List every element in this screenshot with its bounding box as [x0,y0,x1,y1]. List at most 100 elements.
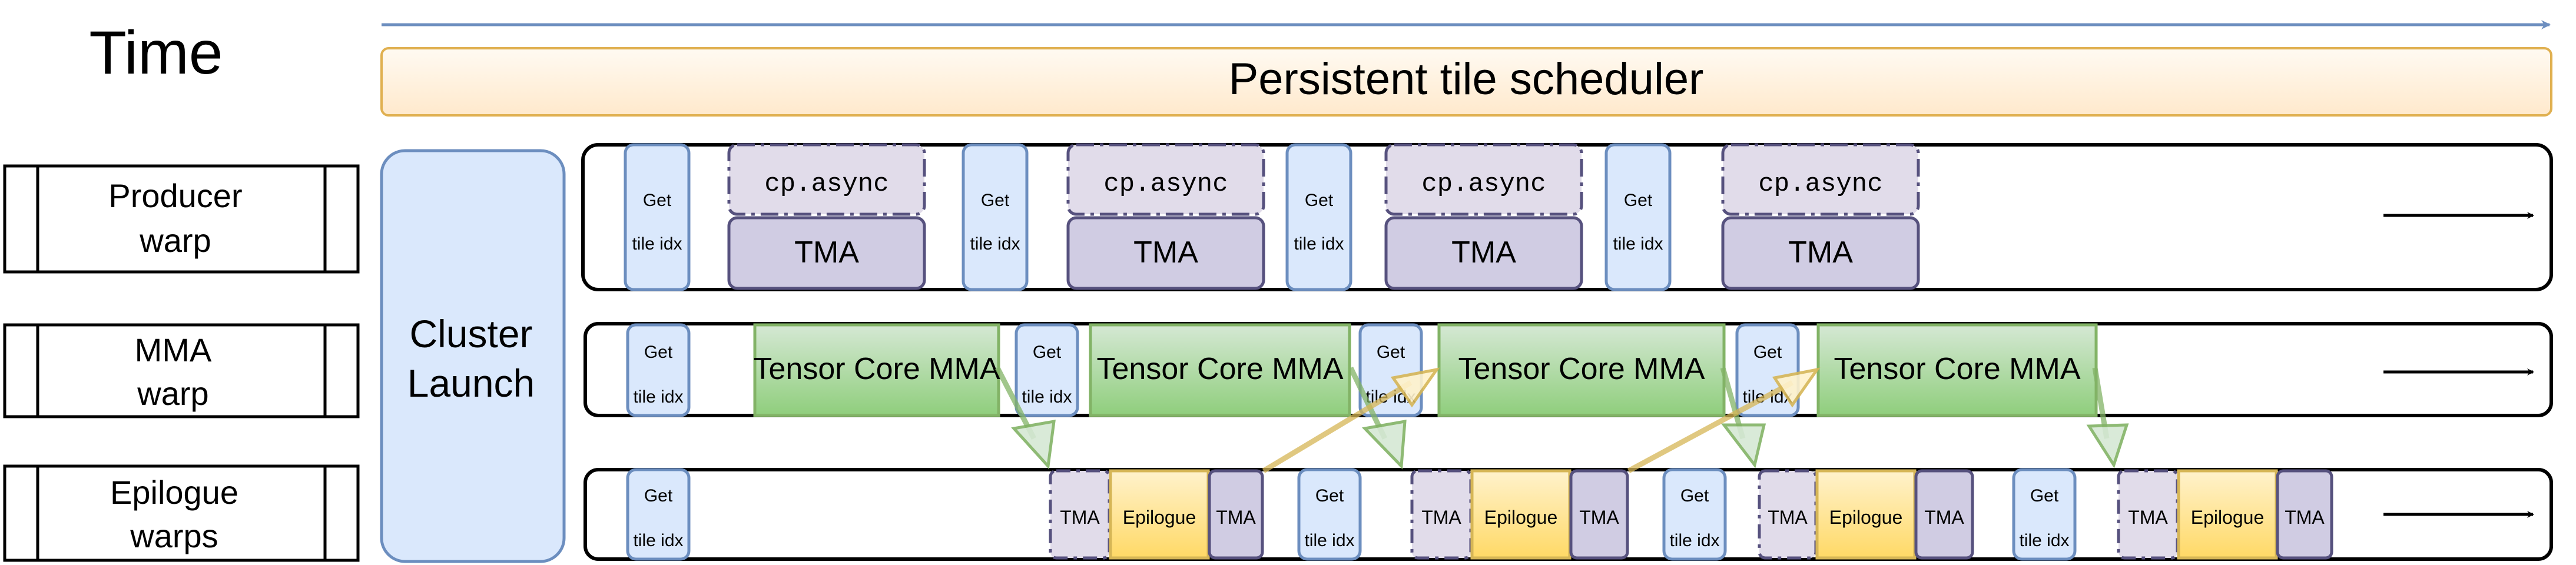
svg-text:Get: Get [2030,486,2059,506]
svg-text:tile idx: tile idx [1304,531,1354,550]
mma-get-tile: Get tile idx [1015,323,1079,417]
svg-text:TMA: TMA [2128,507,2168,528]
epilogue-get-tile: Get tile idx [1662,468,1727,561]
producer-cp-async: cp.async [1721,143,1920,216]
svg-text:Get: Get [1624,191,1653,210]
svg-text:Get: Get [644,486,673,506]
dependency-arrow-mma-to-epilogue [2086,367,2129,468]
tensor-core-mma-block: Tensor Core MMA [1816,323,2098,417]
dependency-arrow-epilogue-to-mma [1627,367,1821,473]
svg-text:Tensor Core MMA: Tensor Core MMA [754,352,1000,386]
epilogue-block: Epilogue [1815,469,1917,560]
svg-text:tile idx: tile idx [633,387,683,407]
svg-text:tile idx: tile idx [1613,234,1663,254]
scheduler-label: Persistent tile scheduler [1229,54,1704,104]
dependency-arrow-epilogue-to-mma [1262,367,1440,473]
svg-text:Get: Get [643,191,672,210]
producer-get-tile: Get tile idx [624,143,691,291]
svg-text:tile idx: tile idx [1294,234,1344,254]
epilogue-block: Epilogue [1470,469,1572,560]
warp-label-mma: MMA warp [3,323,360,418]
svg-text:Get: Get [1377,343,1405,362]
epilogue-label-line2: warps [130,517,218,554]
warp-label-epilogue: Epilogue warps [3,464,360,562]
epilogue-tma-store: TMA [1208,469,1264,560]
mma-get-tile: Get tile idx [626,323,691,417]
epilogue-tma-load: TMA [1758,469,1818,560]
producer-label-line2: warp [139,222,211,259]
tensor-core-mma-block: Tensor Core MMA [1437,323,1726,417]
svg-text:TMA: TMA [1924,507,1964,528]
producer-get-tile: Get tile idx [962,143,1029,291]
svg-text:Epilogue: Epilogue [2191,507,2265,528]
svg-text:cp.async: cp.async [764,170,888,199]
cluster-launch-line1: Cluster [409,312,532,355]
svg-text:Tensor Core MMA: Tensor Core MMA [1834,352,2081,386]
producer-tma: TMA [1066,216,1265,290]
svg-text:TMA: TMA [1788,235,1853,270]
epilogue-tma-load: TMA [1049,469,1111,560]
svg-text:tile idx: tile idx [632,234,682,254]
dependency-arrow-mma-to-epilogue [1720,367,1766,468]
mma-label-line1: MMA [135,331,212,368]
svg-text:tile idx: tile idx [1669,531,1719,550]
svg-text:tile idx: tile idx [970,234,1020,254]
dependency-arrow-mma-to-epilogue [1348,367,1407,470]
svg-text:TMA: TMA [1216,507,1256,528]
svg-text:Get: Get [1033,343,1062,362]
producer-cp-async: cp.async [1384,143,1583,216]
producer-cp-async: cp.async [727,143,926,216]
warp-label-producer: Producer warp [3,164,360,274]
producer-label-line1: Producer [108,177,242,214]
svg-text:Get: Get [1680,486,1709,506]
producer-tma: TMA [1384,216,1583,290]
svg-text:cp.async: cp.async [1758,170,1882,199]
svg-text:Epilogue: Epilogue [1123,507,1196,528]
svg-text:TMA: TMA [2285,507,2325,528]
svg-text:Epilogue: Epilogue [1829,507,1903,528]
producer-get-tile: Get tile idx [1285,143,1352,291]
producer-get-tile: Get tile idx [1604,143,1672,291]
tensor-core-mma-block: Tensor Core MMA [1089,323,1351,417]
svg-text:tile idx: tile idx [633,531,683,550]
epilogue-tma-store: TMA [2276,469,2333,560]
svg-text:Epilogue: Epilogue [1484,507,1558,528]
epilogue-label-line1: Epilogue [110,474,238,511]
epilogue-tma-store: TMA [1914,469,1974,560]
svg-text:TMA: TMA [1579,507,1619,528]
epilogue-get-tile: Get tile idx [1297,468,1362,561]
producer-tma: TMA [727,216,926,290]
svg-text:cp.async: cp.async [1421,170,1546,199]
svg-text:Tensor Core MMA: Tensor Core MMA [1458,352,1705,386]
svg-text:Tensor Core MMA: Tensor Core MMA [1097,352,1344,386]
svg-text:TMA: TMA [1768,507,1808,528]
svg-text:tile idx: tile idx [2019,531,2069,550]
svg-text:Get: Get [1753,343,1782,362]
scheduler-bar [380,47,2552,117]
svg-text:TMA: TMA [1451,235,1516,270]
tensor-core-mma-block: Tensor Core MMA [753,323,1000,417]
epilogue-tma-load: TMA [1410,469,1473,560]
svg-text:TMA: TMA [1421,507,1461,528]
svg-text:cp.async: cp.async [1103,170,1228,199]
epilogue-tma-load: TMA [2117,469,2179,560]
svg-text:Get: Get [1305,191,1334,210]
mma-label-line2: warp [137,375,208,412]
time-title: Time [89,19,223,87]
svg-text:Get: Get [644,343,673,362]
svg-text:Get: Get [1315,486,1344,506]
svg-text:TMA: TMA [1060,507,1100,528]
svg-text:Get: Get [981,191,1010,210]
cluster-launch-box [380,149,566,563]
svg-text:TMA: TMA [1133,235,1198,270]
dependency-arrow-mma-to-epilogue [995,366,1056,470]
epilogue-block: Epilogue [1109,469,1210,560]
epilogue-block: Epilogue [2177,469,2278,560]
producer-cp-async: cp.async [1066,143,1265,216]
cluster-launch-line2: Launch [407,361,535,405]
epilogue-get-tile: Get tile idx [626,468,691,561]
producer-tma: TMA [1721,216,1920,290]
svg-text:TMA: TMA [794,235,859,270]
epilogue-get-tile: Get tile idx [2012,468,2077,561]
